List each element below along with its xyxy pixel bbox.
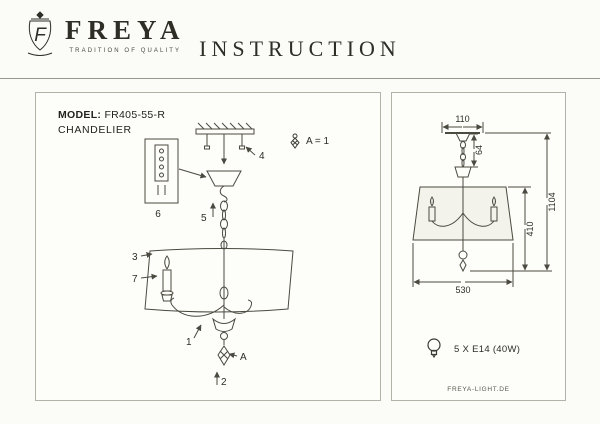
bulb-spec: 5 X E14 (40W) [454, 343, 521, 355]
model-label: MODEL: [58, 109, 102, 121]
product-type: CHANDELIER [58, 124, 132, 136]
model-line: MODEL: FR405-55-R [58, 109, 165, 121]
model-block: MODEL: FR405-55-R CHANDELIER [58, 109, 165, 136]
logo-text: FREYA TRADITION OF QUALITY [65, 14, 186, 54]
canopy [206, 170, 242, 187]
part-label-6: 6 [155, 209, 161, 220]
dim-top-width: 110 [455, 114, 469, 124]
dim-total-height: 1104 [547, 192, 557, 211]
part-label-7: 7 [132, 274, 138, 285]
bottom-cup [212, 317, 236, 332]
crystal-pendant-icon [290, 133, 300, 149]
dimensions-diagram: 110 64 410 1104 530 [412, 114, 557, 295]
ceiling-hatch [197, 122, 253, 130]
crystal-legend: A = 1 [290, 133, 329, 149]
part-label-3: 3 [132, 252, 138, 263]
lamp-shade [144, 248, 294, 313]
part-label-1: 1 [186, 337, 192, 348]
assembly-panel: MODEL: FR405-55-R CHANDELIER A = 1 [35, 92, 381, 401]
ceiling-plate [195, 128, 255, 135]
freya-crest-icon: F [27, 11, 53, 56]
dim-body-height: 410 [525, 221, 535, 236]
part-label-5: 5 [201, 213, 207, 224]
model-value: FR405-55-R [104, 109, 166, 121]
candle-bulb [164, 255, 170, 270]
brand-tagline: TRADITION OF QUALITY [69, 47, 182, 54]
assembly-diagram: 4 6 5 3 7 1 A 2 [132, 122, 294, 388]
dim-shade-width: 530 [455, 285, 470, 295]
part-label-2: 2 [221, 377, 227, 388]
brand-name: FREYA [65, 14, 186, 45]
part-label-A: A [240, 352, 247, 363]
bulb-spec-row: 5 X E14 (40W) [426, 337, 520, 361]
bracket-detail-box [144, 138, 179, 204]
part-label-4: 4 [259, 151, 265, 162]
legend-text: A = 1 [306, 135, 330, 147]
logo-monogram: F [34, 25, 47, 46]
website-text: FREYA-LIGHT.DE [447, 386, 510, 393]
dimensions-panel: 110 64 410 1104 530 5 X E14 (40W) FREYA-… [391, 92, 566, 401]
freya-logo: F FREYA TRADITION OF QUALITY [24, 11, 186, 59]
page-title: INSTRUCTION [199, 36, 401, 61]
crystal-pendant [217, 345, 231, 366]
lightbulb-icon [427, 338, 441, 359]
header: F FREYA TRADITION OF QUALITY INSTRUCTION [0, 0, 600, 79]
dim-chain-height: 64 [474, 145, 484, 155]
